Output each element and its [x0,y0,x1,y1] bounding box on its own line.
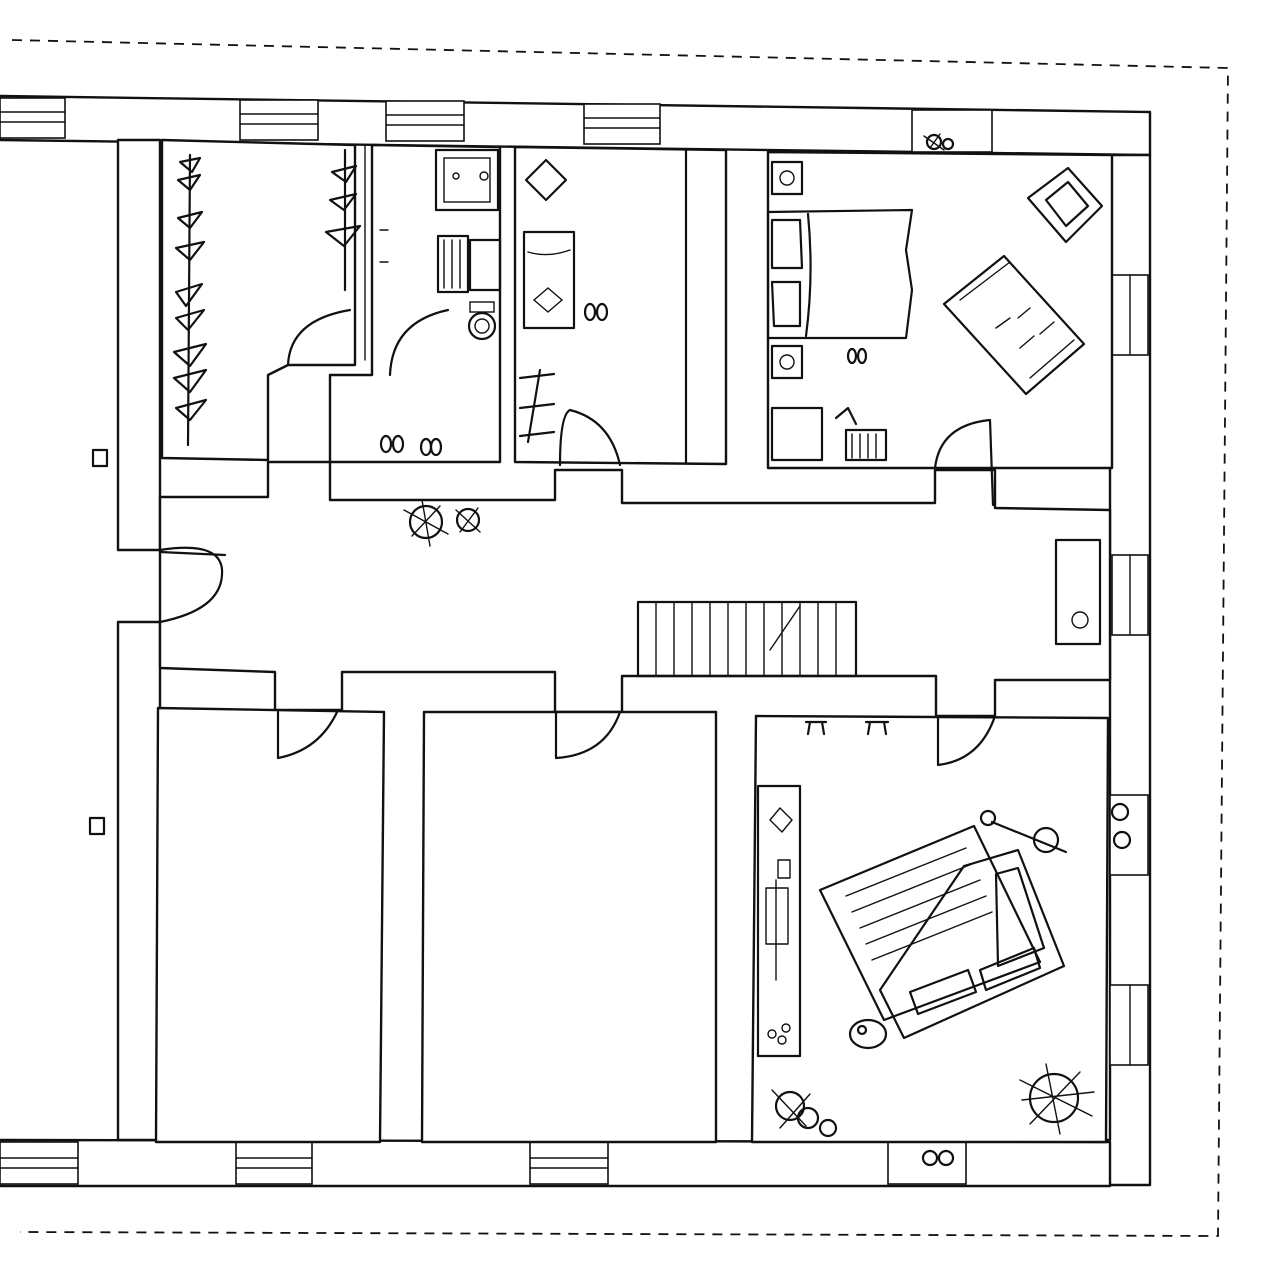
living-furniture [756,720,1132,1167]
plant-icon [403,499,481,547]
power-outlet-icon [88,816,106,836]
room-empty-middle [420,710,718,1144]
radiator [436,234,470,294]
room-hallway [158,460,1112,718]
plant-icon [1019,1063,1095,1135]
hanging-rail [186,153,192,447]
bookshelf [834,406,888,462]
top-windows [0,97,993,153]
toilet [467,311,497,341]
room-empty-left [154,706,386,1144]
bottom-windows [0,1141,967,1185]
hanging-clothes [172,156,362,422]
plant-icon [771,1089,838,1138]
cushion [524,158,568,202]
slippers-icon [583,302,609,322]
sofa [878,848,1066,1040]
plant-icon [848,1018,888,1050]
hallway-furniture [403,499,1102,678]
study-furniture [518,148,688,464]
room-bedroom [766,150,1114,470]
bathroom-furniture [379,148,502,457]
rug [942,254,1086,396]
double-bed [766,208,914,340]
room-study [513,145,728,466]
front-door [158,546,224,624]
plant-icon [923,133,955,151]
desk [770,406,824,462]
nightstand [770,344,804,380]
bookshelf [518,368,556,444]
power-outlet-icon [91,448,109,468]
stools [804,720,890,736]
nightstand [770,160,804,196]
room-closet [160,138,357,462]
bedroom-furniture [766,133,1104,462]
staircase [636,600,858,678]
plot-boundary [11,39,1229,1237]
room-living [750,714,1110,1144]
rooms [154,138,1114,1144]
slippers-icon [379,434,443,457]
sink [434,148,500,212]
slippers-icon [846,347,868,365]
armchair [1026,166,1104,244]
console-table [1054,538,1102,646]
tv-unit [756,784,802,1058]
rug [818,824,1042,1022]
floor-lamp [979,809,1068,854]
closet-furniture [172,144,366,447]
slippers-icon [921,1149,955,1167]
plant-icon [1110,802,1132,850]
bench [522,230,576,330]
doors [158,308,997,767]
